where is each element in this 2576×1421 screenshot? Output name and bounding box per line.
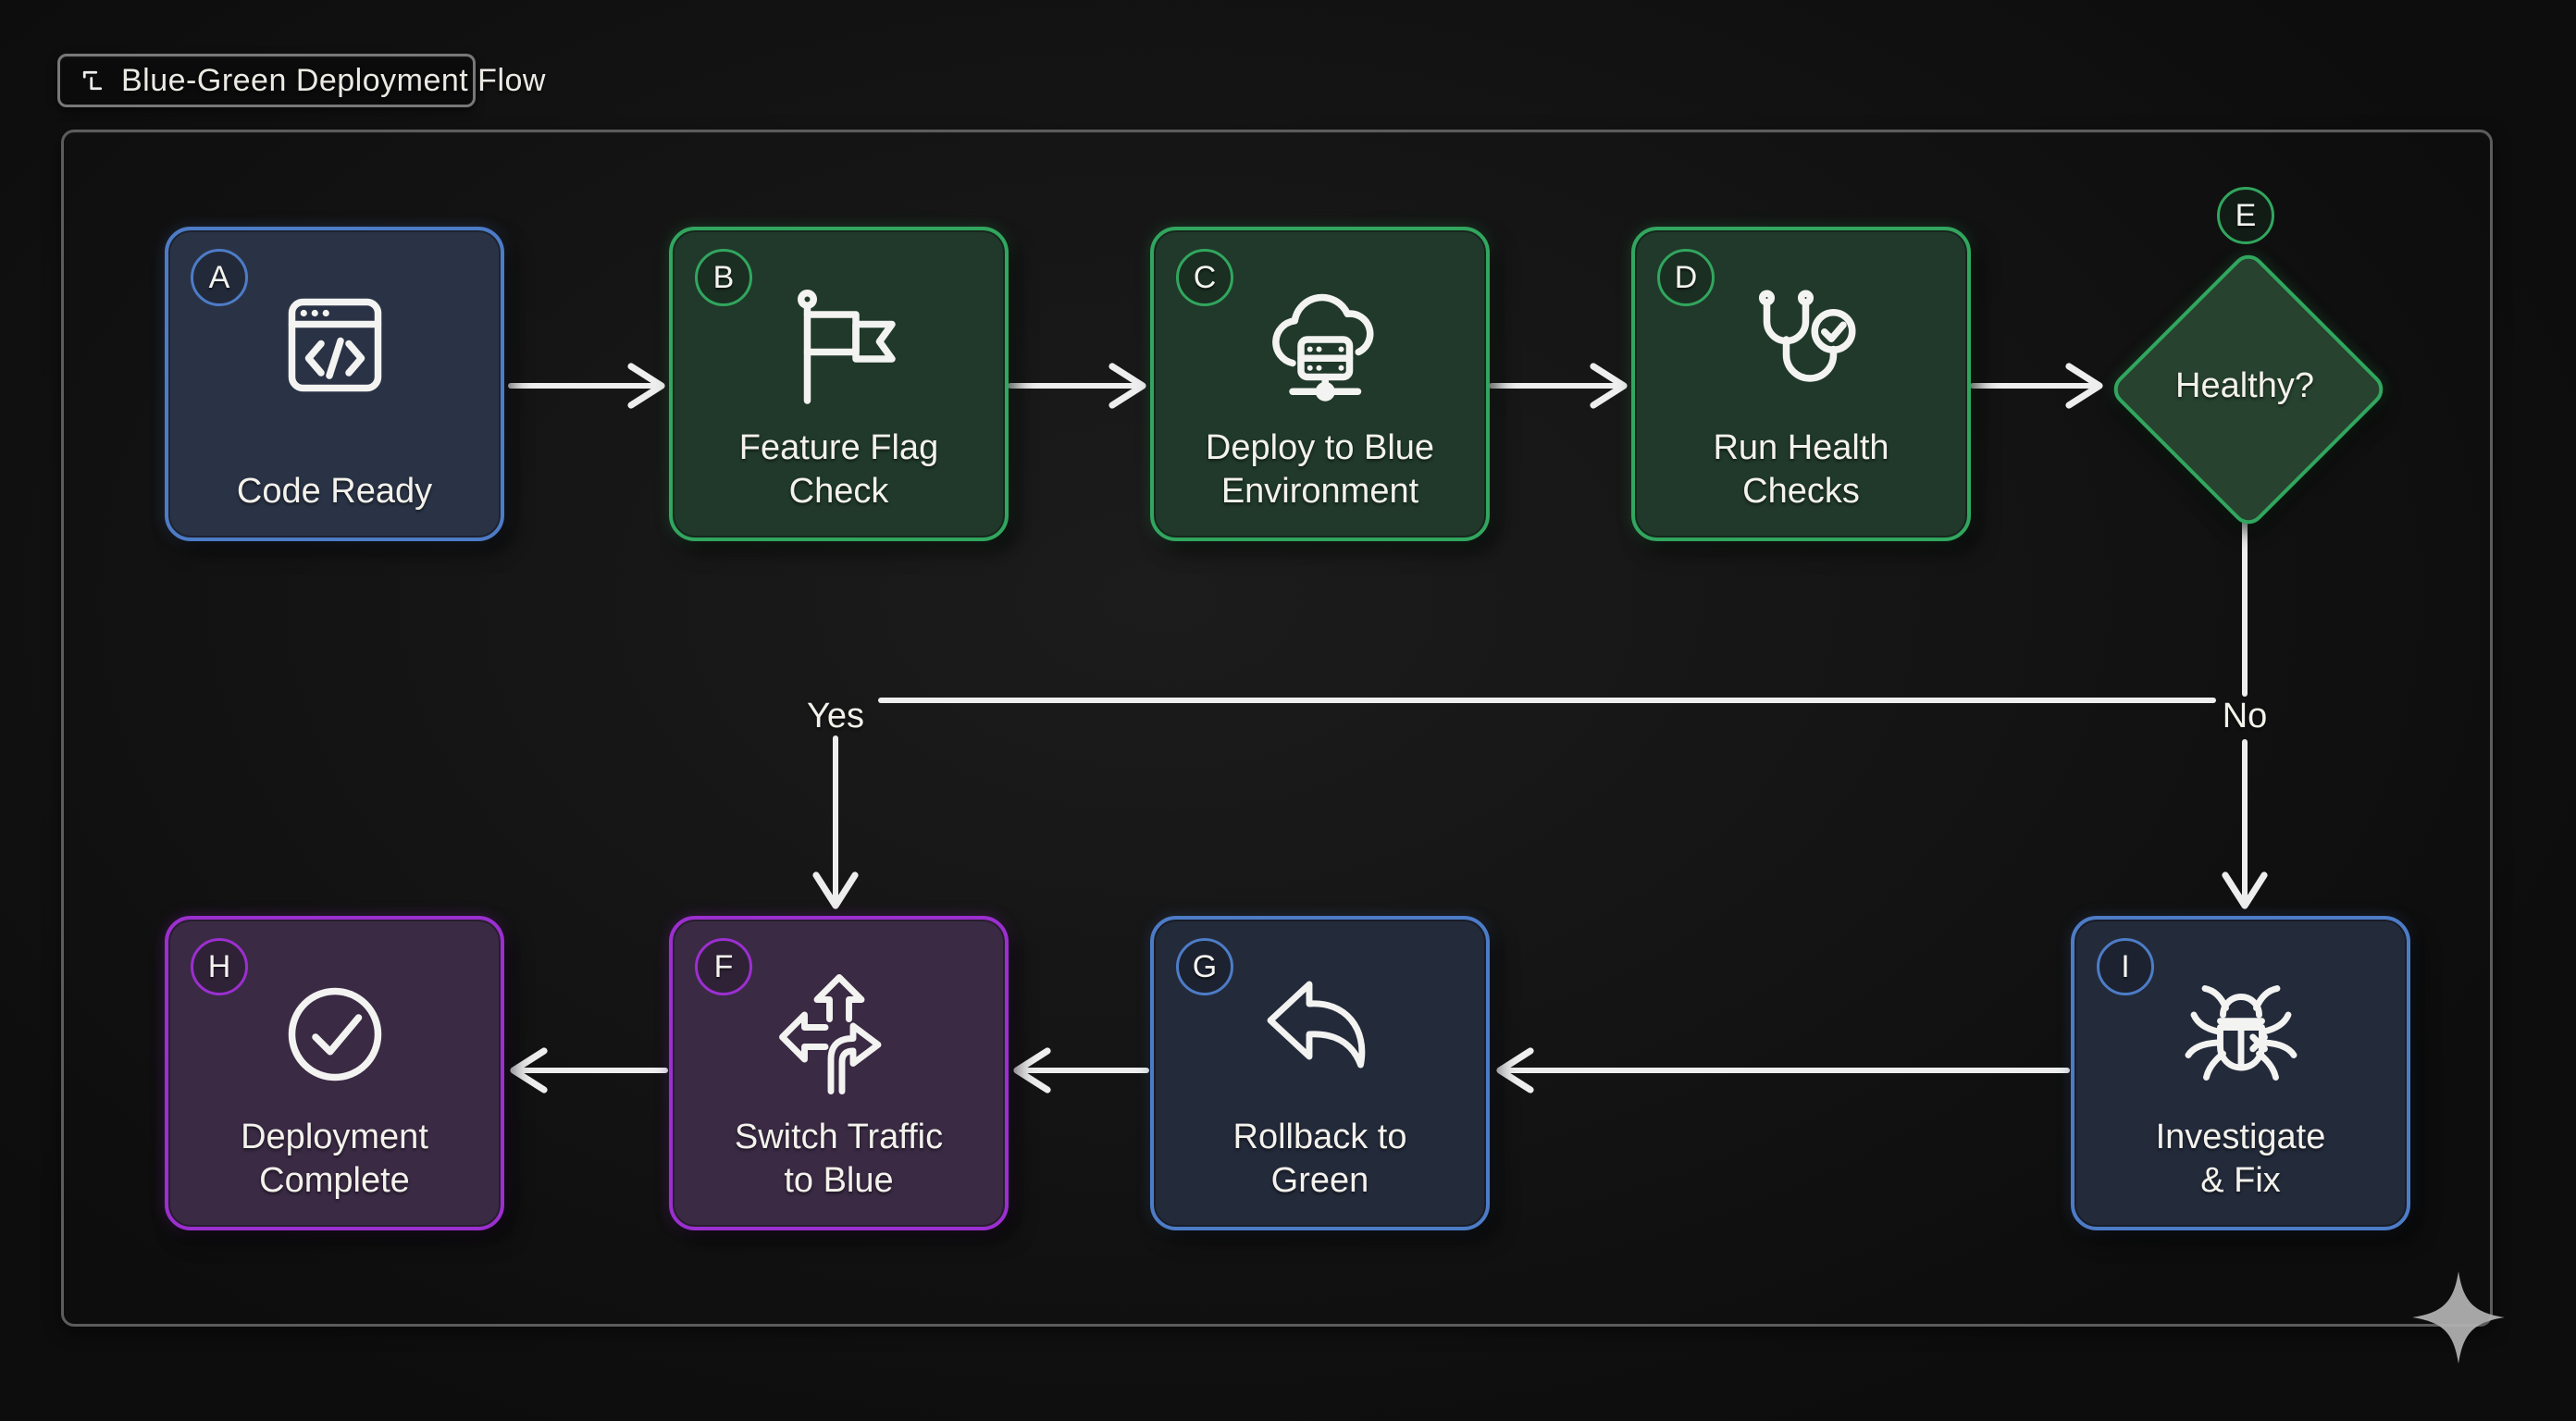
node-investigate-fix: I Investigate& Fix [2071,916,2410,1230]
node-label: Healthy? [2175,365,2314,405]
flag-icon [797,290,896,404]
node-healthy-decision: Healthy? [2107,248,2390,531]
stethoscope-icon [1758,290,1855,382]
step-badge-c: C [1176,249,1233,306]
node-label: Investigate& Fix [2155,1118,2326,1200]
branch-label-no: No [2222,697,2268,735]
step-badge-f: F [695,938,752,995]
check-circle-icon [288,987,381,1081]
diagram-title-box: Blue-Green Deployment Flow [57,54,545,107]
undo-arrow-icon [1267,981,1365,1069]
diagram-frame [61,130,2493,1327]
bug-icon [2185,985,2297,1081]
step-badge-d: D [1657,249,1715,306]
node-code-ready: A Code Ready [165,227,504,541]
flow-connector-icon [82,70,103,91]
step-badge-g: G [1176,938,1233,995]
branch-label-yes: Yes [807,697,864,735]
step-badge-h: H [191,938,248,995]
step-badge-i: I [2097,938,2154,995]
cloud-server-icon [1271,293,1373,402]
step-badge-a: A [191,249,248,306]
node-label: Code Ready [236,472,433,511]
step-badge-b: B [695,249,752,306]
step-badge-e: E [2217,187,2274,244]
sparkle-icon [2412,1271,2505,1364]
page-title: Blue-Green Deployment Flow [121,62,546,98]
directions-icon [778,974,881,1094]
code-window-icon [288,298,381,392]
